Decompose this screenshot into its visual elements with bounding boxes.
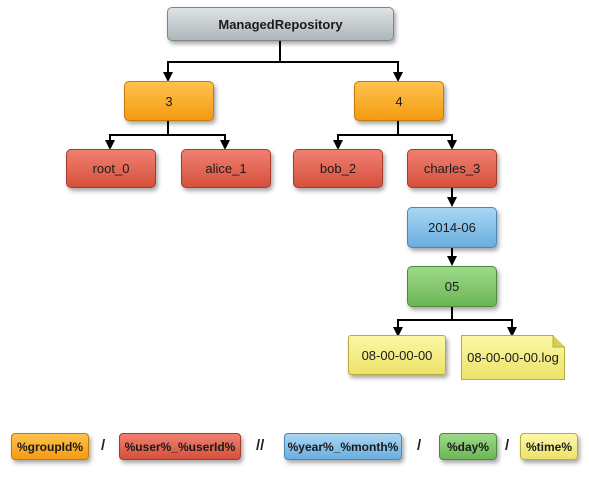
legend-separator: /: [417, 437, 422, 454]
user-node-alice: alice_1: [181, 149, 271, 188]
group-node-3: 3: [124, 81, 214, 121]
legend-year-month: %year%_%month%: [284, 433, 402, 460]
legend-user-userid: %user%_%userId%: [119, 433, 241, 460]
legend-day: %day%: [439, 433, 497, 460]
legend-time: %time%: [520, 433, 578, 460]
time-node: 08-00-00-00: [348, 335, 446, 375]
log-file-node: 08-00-00-00.log: [461, 335, 565, 380]
legend-groupid: %groupId%: [11, 433, 89, 460]
group-node-4: 4: [354, 81, 444, 121]
root-node: ManagedRepository: [167, 7, 394, 41]
legend-separator: /: [505, 437, 510, 454]
user-node-root: root_0: [66, 149, 156, 188]
user-node-bob: bob_2: [293, 149, 383, 188]
day-node: 05: [407, 266, 497, 307]
legend-double-separator: //: [256, 437, 265, 454]
legend-separator: /: [101, 437, 106, 454]
year-month-node: 2014-06: [407, 207, 497, 248]
user-node-charles: charles_3: [407, 149, 497, 188]
